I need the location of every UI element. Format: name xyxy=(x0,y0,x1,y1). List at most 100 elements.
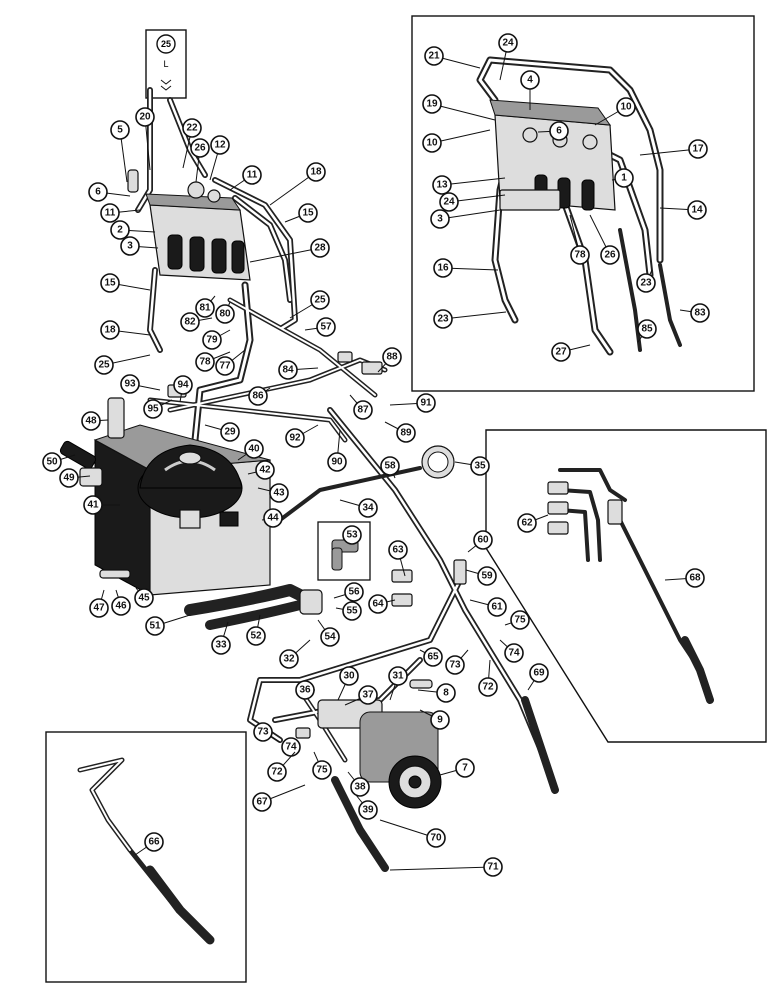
callout-circle xyxy=(279,649,299,669)
callout-81: 81 xyxy=(195,295,216,318)
callout-48: 48 xyxy=(81,411,109,431)
callout-number: 20 xyxy=(139,112,151,123)
callout-86: 86 xyxy=(248,386,271,406)
callout-32: 32 xyxy=(279,639,311,669)
callout-number: 57 xyxy=(320,322,332,333)
callout-55: 55 xyxy=(335,601,362,621)
callout-31: 31 xyxy=(388,666,408,701)
callout-46: 46 xyxy=(111,589,131,616)
reservoir xyxy=(93,424,271,596)
callout-number: 52 xyxy=(250,631,262,642)
callout-circle xyxy=(88,182,108,202)
callout-number: 45 xyxy=(138,593,150,604)
callout-circle xyxy=(510,610,530,630)
left-inset-drawing xyxy=(77,757,215,945)
callout-73: 73 xyxy=(253,722,281,743)
callout-circle xyxy=(120,374,140,394)
callout-number: 26 xyxy=(194,143,206,154)
callout-circle xyxy=(180,312,200,332)
callout-number: 88 xyxy=(386,352,398,363)
callout-70: 70 xyxy=(379,819,446,848)
callout-number: 18 xyxy=(104,325,116,336)
callout-number: 75 xyxy=(316,765,328,776)
callout-circle xyxy=(432,175,452,195)
callout-number: 35 xyxy=(474,461,486,472)
callout-circle xyxy=(344,582,364,602)
callout-number: 82 xyxy=(184,317,196,328)
callout-circle xyxy=(455,758,475,778)
callout-number: 27 xyxy=(555,347,567,358)
callout-number: 1 xyxy=(621,173,627,184)
callout-circle xyxy=(110,120,130,140)
callout-73: 73 xyxy=(445,649,469,675)
callout-44: 44 xyxy=(261,508,283,528)
callout-61: 61 xyxy=(469,597,507,617)
callout-20: 20 xyxy=(135,107,155,171)
callout-number: 94 xyxy=(177,380,189,391)
callout-circle xyxy=(498,33,518,53)
callout-9: 9 xyxy=(419,709,450,730)
callout-number: 48 xyxy=(85,416,97,427)
callout-42: 42 xyxy=(247,460,275,480)
callout-circle xyxy=(110,220,130,240)
callout-circle xyxy=(310,238,330,258)
callout-number: 56 xyxy=(348,587,360,598)
callout-circle xyxy=(285,428,305,448)
callout-91: 91 xyxy=(389,393,436,413)
callout-39: 39 xyxy=(355,794,378,820)
right-inset xyxy=(485,429,767,743)
callout-27: 27 xyxy=(551,342,591,362)
callout-number: 23 xyxy=(437,314,449,325)
callout-18: 18 xyxy=(100,320,151,340)
callout-number: 51 xyxy=(149,621,161,632)
callout-number: 24 xyxy=(443,197,455,208)
callout-77: 77 xyxy=(215,349,246,376)
callout-75: 75 xyxy=(312,751,332,780)
callout-number: 46 xyxy=(115,601,127,612)
callout-circle xyxy=(111,596,131,616)
callout-45: 45 xyxy=(134,587,154,608)
callout-94: 94 xyxy=(173,375,193,403)
callout-number: 30 xyxy=(343,671,355,682)
callout-circle xyxy=(483,857,503,877)
callout-circle xyxy=(688,139,708,159)
callout-circle xyxy=(470,456,490,476)
callout-circle xyxy=(135,107,155,127)
callout-circle xyxy=(358,685,378,705)
callout-circle xyxy=(215,356,235,376)
callout-circle xyxy=(83,495,103,515)
callout-64: 64 xyxy=(368,594,396,614)
callout-8: 8 xyxy=(417,683,456,703)
callout-7: 7 xyxy=(439,758,475,778)
callout-circle xyxy=(252,792,272,812)
callout-circle xyxy=(182,118,202,138)
callout-92: 92 xyxy=(285,424,319,448)
callout-1: 1 xyxy=(611,168,634,188)
callout-95: 95 xyxy=(143,399,173,419)
callout-number: 22 xyxy=(186,123,198,134)
callout-56: 56 xyxy=(333,582,364,602)
callout-3: 3 xyxy=(120,236,159,256)
callout-69: 69 xyxy=(527,663,549,691)
callout-leader xyxy=(431,129,491,144)
callout-number: 85 xyxy=(641,324,653,335)
callout-number: 78 xyxy=(574,250,586,261)
callout-circle xyxy=(549,121,569,141)
callout-14: 14 xyxy=(659,200,707,220)
hydraulic-pump xyxy=(317,699,442,809)
callout-leader xyxy=(439,209,501,220)
callout-number: 32 xyxy=(283,654,295,665)
callout-37: 37 xyxy=(344,685,378,706)
callout-63: 63 xyxy=(388,540,408,577)
callout-15: 15 xyxy=(100,273,151,293)
callout-51: 51 xyxy=(145,614,191,636)
callout-circle xyxy=(306,162,326,182)
callout-21: 21 xyxy=(424,46,481,69)
callout-circle xyxy=(504,643,524,663)
callout-59: 59 xyxy=(465,566,497,586)
callout-25: 25 xyxy=(94,354,151,375)
callout-circle xyxy=(487,597,507,617)
callout-number: 28 xyxy=(314,243,326,254)
callout-10: 10 xyxy=(594,97,636,126)
